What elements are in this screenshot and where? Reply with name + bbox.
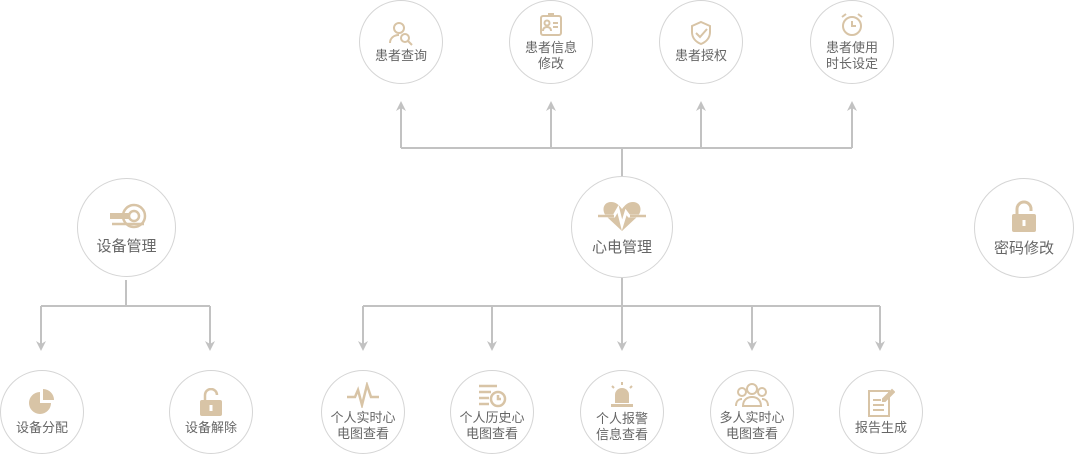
device-assign-label: 设备分配 (15, 420, 68, 436)
device-management-node[interactable]: 设备管理 (77, 178, 176, 277)
patient-query-label: 患者查询 (374, 48, 427, 64)
id-card-icon (538, 12, 564, 38)
report-generate-label: 报告生成 (854, 420, 907, 436)
patient-info-edit-node[interactable]: 患者信息 修改 (509, 0, 593, 84)
shield-check-icon (688, 20, 714, 46)
heart-pulse-icon (597, 199, 647, 233)
password-edit-label: 密码修改 (993, 239, 1054, 257)
lock-icon (1010, 200, 1038, 234)
ecg-management-label: 心电管理 (591, 238, 652, 256)
patient-query-node[interactable]: 患者查询 (359, 0, 443, 84)
unlock-icon (197, 387, 225, 418)
patient-auth-node[interactable]: 患者授权 (659, 0, 743, 84)
user-search-icon (388, 20, 414, 46)
device-unbind-label: 设备解除 (184, 420, 237, 436)
device-unbind-node[interactable]: 设备解除 (169, 370, 253, 454)
password-edit-node[interactable]: 密码修改 (974, 178, 1074, 278)
personal-realtime-label: 个人实时心 电图查看 (330, 410, 396, 442)
multi-realtime-label: 多人实时心 电图查看 (719, 410, 785, 442)
alarm-clock-icon (839, 12, 865, 38)
scanner-device-icon (106, 202, 148, 232)
history-list-icon (477, 382, 507, 408)
ecg-management-node[interactable]: 心电管理 (571, 176, 673, 278)
device-assign-node[interactable]: 设备分配 (0, 370, 84, 454)
personal-history-label: 个人历史心 电图查看 (459, 410, 525, 442)
personal-history-node[interactable]: 个人历史心 电图查看 (450, 370, 534, 454)
multi-realtime-node[interactable]: 多人实时心 电图查看 (710, 370, 794, 454)
device-management-label: 设备管理 (96, 236, 157, 255)
personal-alarm-node[interactable]: 个人报警 信息查看 (580, 370, 664, 454)
report-edit-icon (867, 388, 895, 418)
patient-info-edit-label: 患者信息 修改 (524, 40, 577, 72)
group-users-icon (735, 382, 769, 408)
patient-auth-label: 患者授权 (674, 48, 727, 64)
ecg-wave-icon (346, 381, 380, 408)
personal-realtime-node[interactable]: 个人实时心 电图查看 (321, 370, 405, 454)
patient-time-label: 患者使用 时长设定 (825, 40, 878, 72)
patient-time-node[interactable]: 患者使用 时长设定 (810, 0, 894, 84)
report-generate-node[interactable]: 报告生成 (839, 370, 923, 454)
personal-alarm-label: 个人报警 信息查看 (595, 411, 648, 443)
alarm-siren-icon (607, 381, 637, 409)
pie-chart-icon (27, 388, 57, 418)
